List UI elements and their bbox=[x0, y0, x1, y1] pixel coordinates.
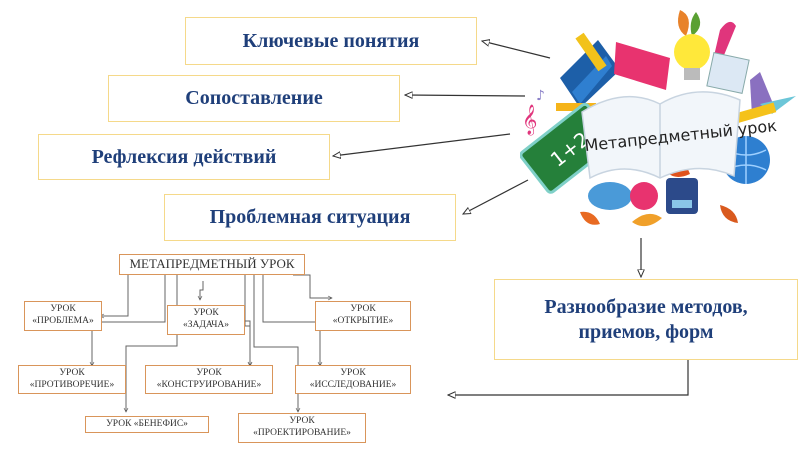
scheme-link-otkrytie bbox=[293, 274, 332, 298]
paint-brush-icon bbox=[714, 21, 736, 60]
pencil-icon bbox=[575, 32, 607, 72]
arrow-comparison bbox=[405, 95, 526, 96]
lesson-box-problema: УРОК «ПРОБЛЕМА» bbox=[24, 301, 102, 331]
arrow-problem-situation bbox=[463, 179, 529, 214]
metasubject-lesson-emblem: 𝄞 ♪ 1+2 Метапредметный урок bbox=[519, 0, 800, 250]
notebook-icon bbox=[706, 52, 750, 94]
concept-problem-situation: Проблемная ситуация bbox=[164, 194, 456, 241]
concept-comparison: Сопоставление bbox=[108, 75, 400, 122]
lesson-box-benefis: УРОК «БЕНЕФИС» bbox=[85, 416, 209, 433]
calculator-icon bbox=[666, 178, 698, 214]
lesson-label: УРОК bbox=[350, 304, 376, 315]
lesson-label: УРОК bbox=[196, 367, 222, 378]
scheme-link-problema bbox=[100, 275, 129, 316]
leaf-icon bbox=[678, 10, 689, 36]
lesson-label: УРОК bbox=[193, 308, 219, 319]
palette-icon bbox=[588, 182, 632, 210]
arrow-reflection bbox=[333, 133, 511, 156]
lesson-name: «КОНСТРУИРОВАНИЕ» bbox=[156, 379, 262, 390]
lesson-label: УРОК bbox=[289, 416, 315, 427]
concept-comparison-label: Сопоставление bbox=[185, 87, 323, 109]
concept-variety-label: Разнообразие методов, приемов, форм bbox=[544, 295, 748, 343]
ruler-icon bbox=[556, 103, 596, 111]
arrow-key-concepts bbox=[482, 41, 551, 59]
lesson-box-proektirovanie: УРОК «ПРОЕКТИРОВАНИЕ» bbox=[238, 413, 366, 443]
light-bulb-icon bbox=[674, 34, 710, 70]
scheme-link-problema-2 bbox=[96, 275, 166, 323]
lesson-name: «ИССЛЕДОВАНИЕ» bbox=[309, 379, 397, 390]
concept-variety: Разнообразие методов, приемов, форм bbox=[494, 279, 798, 360]
concept-reflection-label: Рефлексия действий bbox=[91, 145, 277, 168]
leaf-icon bbox=[690, 12, 701, 36]
lesson-box-zadacha: УРОК «ЗАДАЧА» bbox=[167, 305, 245, 335]
treble-clef-icon: 𝄞 bbox=[522, 104, 537, 136]
lesson-label: УРОК bbox=[50, 304, 76, 315]
concept-problem-situation-label: Проблемная ситуация bbox=[209, 206, 411, 228]
lesson-box-issledovanie: УРОК «ИССЛЕДОВАНИЕ» bbox=[295, 365, 411, 394]
lesson-name: «ЗАДАЧА» bbox=[182, 320, 230, 330]
lesson-name: «ПРОТИВОРЕЧИЕ» bbox=[29, 379, 115, 390]
leaf-icon bbox=[632, 213, 662, 227]
lesson-box-konstruirovanie: УРОК «КОНСТРУИРОВАНИЕ» bbox=[145, 365, 273, 394]
concept-key-concepts-label: Ключевые понятия bbox=[242, 29, 420, 52]
lesson-name: «ПРОБЛЕМА» bbox=[32, 316, 94, 326]
scheme-title-box: МЕТАПРЕДМЕТНЫЙ УРОК bbox=[119, 254, 305, 275]
music-note-icon: ♪ bbox=[536, 88, 545, 104]
concept-key-concepts: Ключевые понятия bbox=[185, 17, 477, 65]
lesson-name: «ПРОЕКТИРОВАНИЕ» bbox=[253, 428, 351, 438]
lesson-box-otkrytie: УРОК «ОТКРЫТИЕ» bbox=[315, 301, 411, 331]
leaf-icon bbox=[720, 205, 738, 223]
emblem-illustration: 𝄞 ♪ 1+2 bbox=[519, 10, 796, 227]
book-icon bbox=[614, 42, 670, 90]
scheme-link-issledovanie bbox=[262, 275, 320, 366]
concept-reflection: Рефлексия действий bbox=[38, 134, 330, 180]
scheme-title: МЕТАПРЕДМЕТНЫЙ УРОК bbox=[129, 256, 295, 272]
arrow-variety-to-scheme bbox=[448, 358, 689, 395]
scheme-link-zadacha bbox=[200, 281, 204, 300]
lesson-label: УРОК bbox=[340, 367, 366, 378]
lesson-label: УРОК bbox=[59, 367, 85, 378]
lesson-box-protivorechie: УРОК «ПРОТИВОРЕЧИЕ» bbox=[18, 365, 126, 394]
leaf-icon bbox=[580, 211, 600, 225]
lesson-name: «ОТКРЫТИЕ» bbox=[332, 316, 394, 326]
open-book-icon bbox=[581, 91, 741, 180]
lesson-label: УРОК «БЕНЕФИС» bbox=[106, 418, 188, 429]
